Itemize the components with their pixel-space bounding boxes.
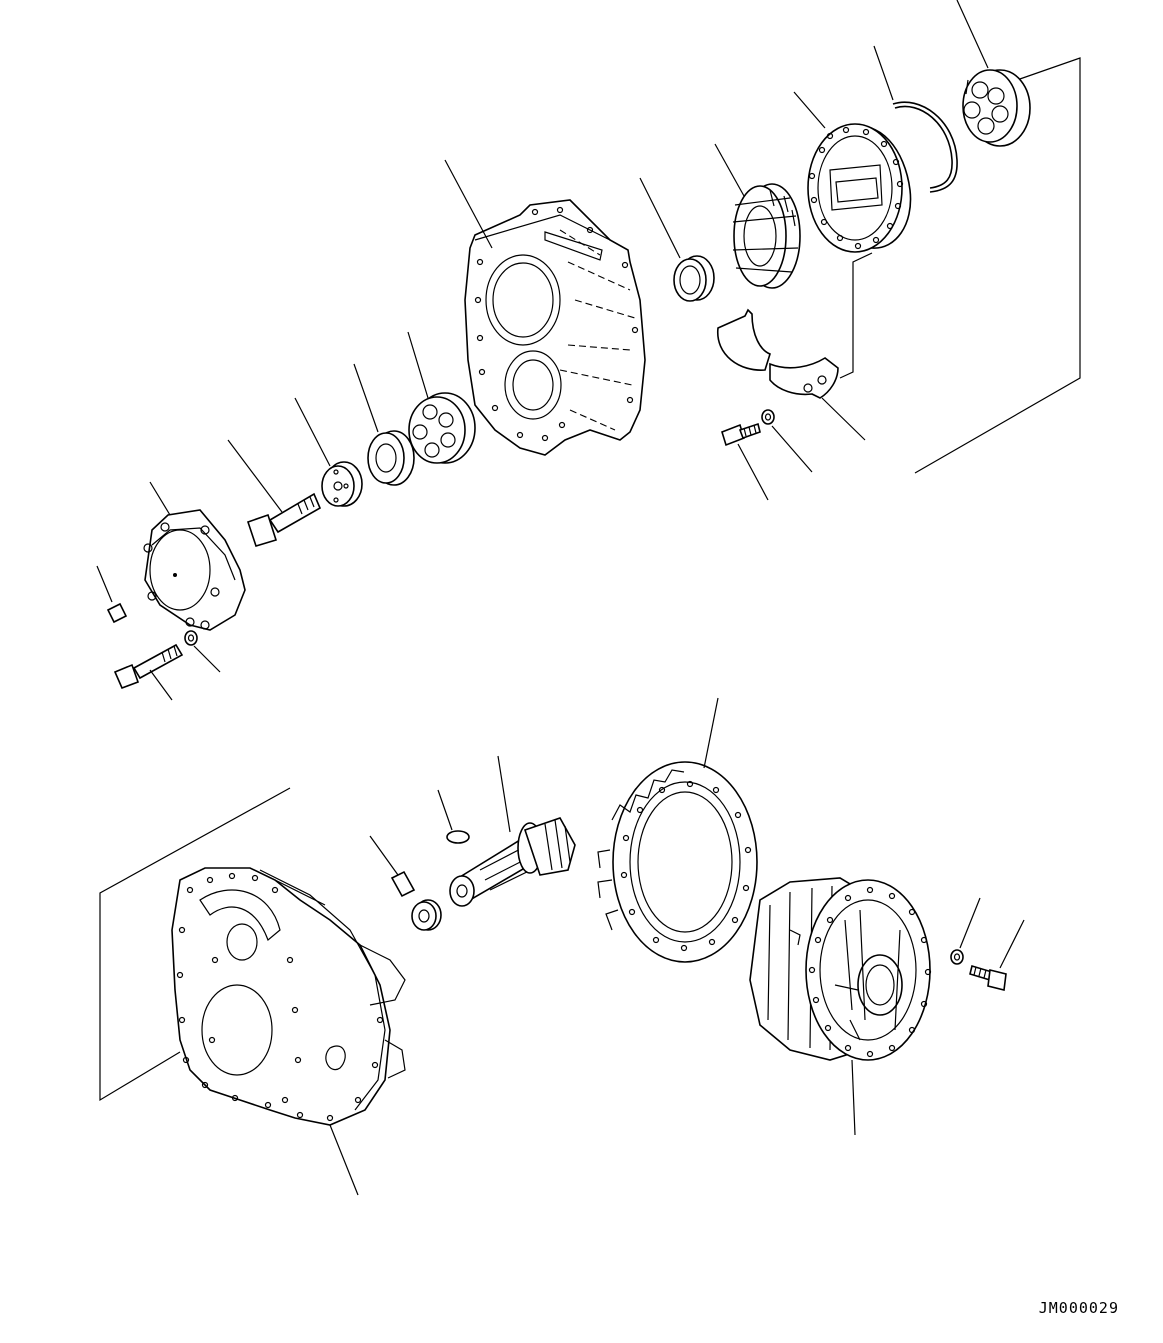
transfer-case-housing — [464, 199, 646, 456]
leader-line-key-pin — [369, 835, 399, 876]
leader-line-bolt-top-right — [737, 443, 769, 501]
leader-line-plug — [96, 565, 113, 603]
shim-half-lower — [769, 357, 839, 399]
leader-line-bearing-top-right — [956, 0, 989, 69]
bearing-cup — [673, 255, 715, 302]
leader-line-pinion — [497, 755, 511, 833]
washer-bottom-left — [184, 630, 198, 646]
leader-line-bolt-bottom-left — [149, 669, 173, 701]
bolt-bottom-right — [969, 964, 1007, 991]
shim-half-upper — [717, 308, 771, 371]
long-bolt-top — [246, 492, 322, 547]
bevel-ring-gear — [597, 761, 758, 963]
differential-case — [749, 877, 932, 1061]
bolt-bottom-left — [113, 643, 184, 690]
washer-top-right — [761, 409, 775, 425]
bearing-cage-flange — [807, 123, 912, 253]
washer-bottom-right — [950, 949, 964, 965]
leader-line-taper-bearing — [714, 143, 745, 197]
leader-line-end-cover — [149, 481, 171, 516]
bolt-top-right — [721, 422, 761, 447]
drawing-code: JM000029 — [1038, 1299, 1119, 1317]
end-cover — [143, 509, 246, 631]
snap-ring — [892, 101, 958, 193]
leader-line-washer-bottom-right — [959, 897, 981, 949]
spacer-washer — [321, 461, 363, 507]
leader-line-bolt-bottom-right — [999, 919, 1025, 969]
plug — [106, 602, 128, 624]
leader-line-o-ring — [437, 789, 453, 831]
leader-line-long-bolt-top — [227, 439, 283, 513]
group-bracket-top — [914, 57, 1081, 474]
leader-line-shim — [821, 397, 866, 441]
differential-carrier-housing — [171, 867, 406, 1126]
leader-line-snap-ring — [873, 45, 894, 101]
leader-line-washer-bottom-left — [193, 645, 221, 673]
ball-bearing-middle — [408, 392, 476, 464]
leader-line-washer-top-right — [771, 425, 813, 473]
leader-line-cage-flange — [793, 91, 826, 129]
leader-line-lock-nut — [353, 363, 379, 433]
group-bracket-bottom — [99, 787, 291, 1102]
ball-bearing-top-right — [962, 69, 1031, 147]
thrust-washer — [411, 899, 442, 931]
leader-line-diff-case — [851, 1059, 856, 1136]
leader-line-ring-gear — [703, 697, 719, 769]
leader-line-housing — [444, 159, 493, 249]
bevel-pinion-shaft — [449, 817, 576, 907]
lock-nut — [367, 430, 415, 486]
key-pin — [390, 870, 416, 898]
leader-line-bearing-middle — [407, 331, 429, 399]
leader-line-carrier-housing — [329, 1124, 359, 1196]
leader-line-shim-bracket — [839, 252, 873, 379]
o-ring — [446, 830, 470, 844]
taper-roller-bearing — [732, 183, 801, 289]
leader-line-bearing-cup — [639, 177, 681, 259]
leader-line-spacer — [294, 397, 331, 467]
